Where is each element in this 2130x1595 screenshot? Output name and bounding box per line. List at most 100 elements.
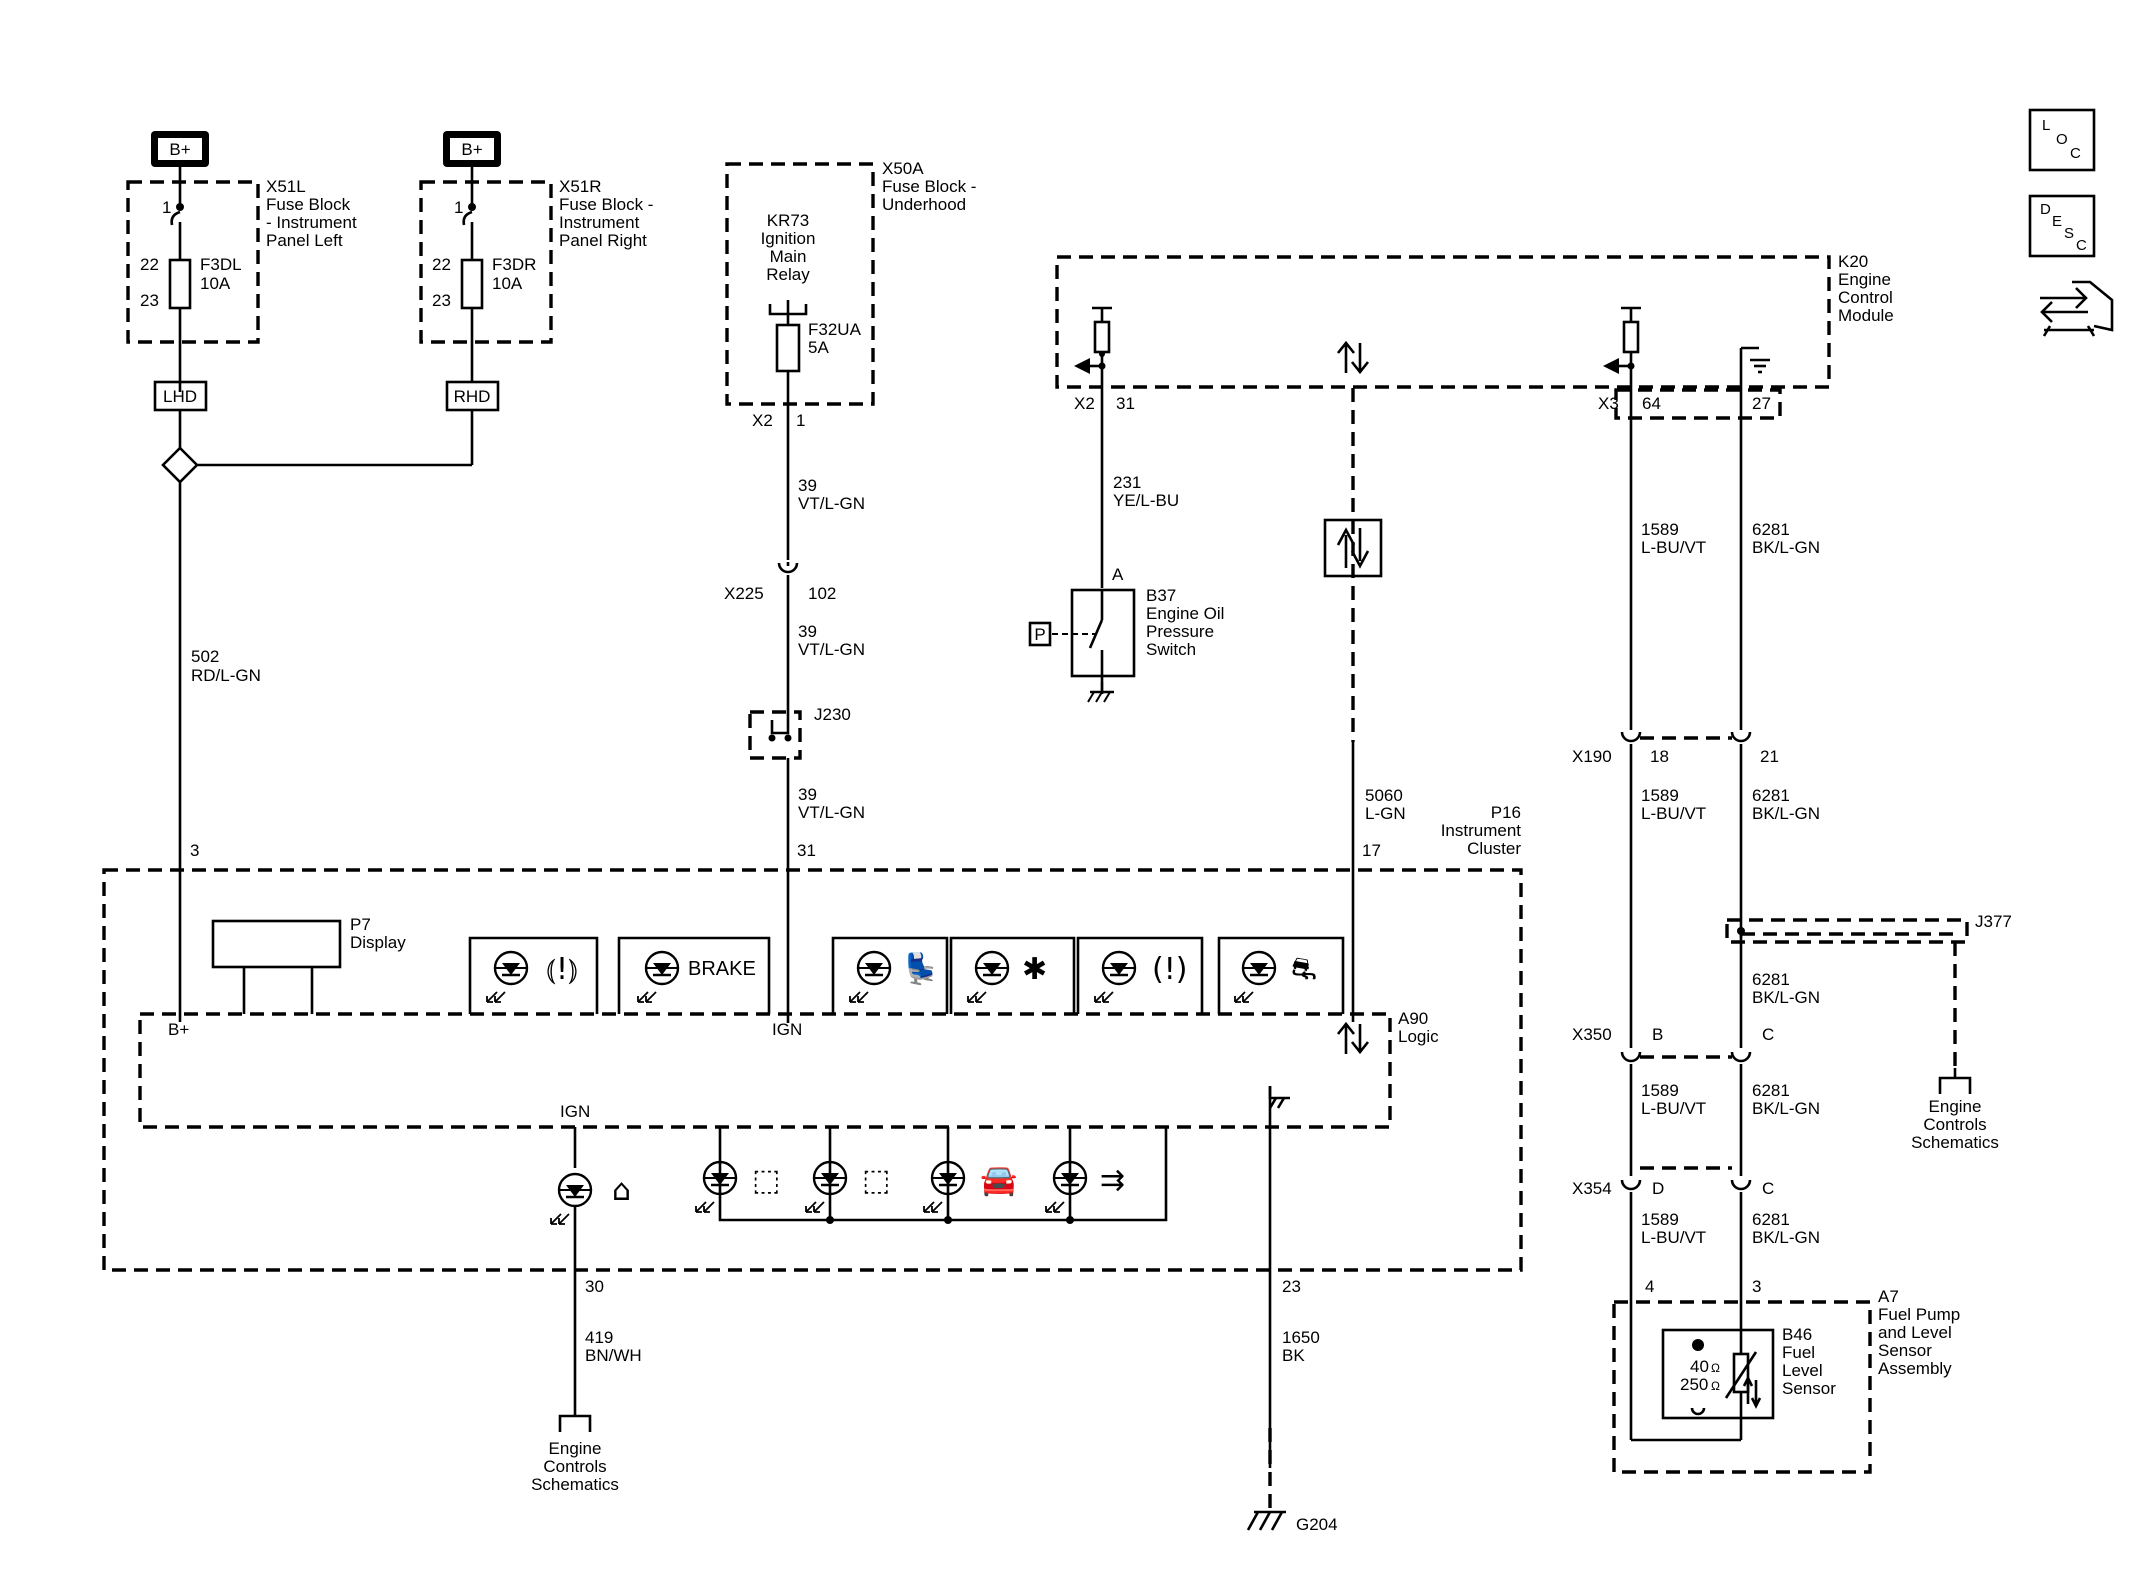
fuse-f3dr: F3DR [492,255,536,274]
svg-text:18: 18 [1650,747,1669,766]
svg-text:Instrument: Instrument [559,213,640,232]
svg-text:⇉: ⇉ [1100,1163,1125,1198]
svg-text:(!): (!) [1152,952,1187,987]
fuse-block-x51r: 1 22 23 F3DR 10A X51R Fuse Block - Instr… [419,167,653,382]
svg-text:6281: 6281 [1752,786,1790,805]
svg-text:O: O [2056,131,2068,148]
svg-text:C: C [1762,1179,1774,1198]
fuel-level-harness: 1589 L-BU/VT 6281 BK/L-GN X190 18 21 158… [1572,520,2012,1440]
p16-label: P16 [1491,803,1521,822]
svg-text:Instrument: Instrument [1441,821,1522,840]
svg-text:6281: 6281 [1752,1081,1790,1100]
svg-text:22: 22 [432,255,451,274]
oil-pressure-switch-b37: 231 YE/L-BU A P B37 Engine Oil Pressure … [1028,473,1224,704]
b46-label: B46 [1782,1325,1812,1344]
connector-tool-icon[interactable] [2040,280,2114,337]
fuse-block-x50a: KR73 Ignition Main Relay F32UA 5A X50A F… [725,159,976,560]
junction-j230: J230 [814,705,851,724]
connector-x350: X350 [1572,1025,1612,1044]
svg-text:Ignition: Ignition [761,229,816,248]
svg-text:Engine: Engine [1838,270,1891,289]
svg-text:3: 3 [190,841,199,860]
svg-text:27: 27 [1752,394,1771,413]
svg-text:Fuse Block: Fuse Block [266,195,351,214]
svg-text:17: 17 [1362,841,1381,860]
connector-x190: X190 [1572,747,1612,766]
svg-text:Relay: Relay [766,265,810,284]
svg-text:40: 40 [1690,1357,1709,1376]
svg-text:L-BU/VT: L-BU/VT [1641,804,1706,823]
svg-text:B: B [1652,1025,1663,1044]
svg-text:YE/L-BU: YE/L-BU [1113,491,1179,510]
svg-text:Underhood: Underhood [882,195,966,214]
svg-text:VT/L-GN: VT/L-GN [798,494,865,513]
svg-text:🚘: 🚘 [980,1163,1017,1198]
svg-text:Display: Display [350,933,406,952]
junction-j377: J377 [1975,912,2012,931]
svg-text:Panel Right: Panel Right [559,231,647,250]
svg-text:💺: 💺 [902,951,939,987]
svg-text:30: 30 [585,1277,604,1296]
svg-text:IGN: IGN [560,1102,590,1121]
svg-text:Cluster: Cluster [1467,839,1521,858]
svg-text:S: S [2064,225,2074,242]
svg-text:231: 231 [1113,473,1141,492]
svg-text:Fuse Block -: Fuse Block - [559,195,653,214]
svg-text:BK: BK [1282,1346,1305,1365]
svg-text:BK/L-GN: BK/L-GN [1752,804,1820,823]
b-plus-left: B+ [151,131,209,167]
svg-text:L-BU/VT: L-BU/VT [1641,538,1706,557]
x51r-label: X51R [559,177,602,196]
location-icon[interactable]: L O C [2028,108,2096,172]
svg-text:Control: Control [1838,288,1893,307]
svg-text:C: C [2076,237,2087,254]
fuel-pump-assembly-a7: 4 3 A7 Fuel Pump and Level Sensor Assemb… [1612,1277,1960,1474]
svg-text:L-BU/VT: L-BU/VT [1641,1099,1706,1118]
svg-text:⬚: ⬚ [752,1163,780,1198]
svg-text:Schematics: Schematics [531,1475,619,1494]
svg-text:23: 23 [432,291,451,310]
svg-text:39: 39 [798,785,817,804]
k20-label: K20 [1838,252,1868,271]
svg-text:X2: X2 [1074,394,1095,413]
svg-text:X3: X3 [1598,394,1619,413]
svg-text:BK/L-GN: BK/L-GN [1752,1228,1820,1247]
svg-text:21: 21 [1760,747,1779,766]
a7-label: A7 [1878,1287,1899,1306]
svg-text:6281: 6281 [1752,520,1790,539]
svg-text:D: D [1652,1179,1664,1198]
svg-text:10A: 10A [200,274,231,293]
a90-label: A90 [1398,1009,1428,1028]
svg-text:Assembly: Assembly [1878,1359,1952,1378]
svg-text:BK/L-GN: BK/L-GN [1752,1099,1820,1118]
svg-text:Pressure: Pressure [1146,622,1214,641]
svg-text:Fuel: Fuel [1782,1343,1815,1362]
svg-text:1: 1 [796,411,805,430]
svg-text:Engine: Engine [549,1439,602,1458]
svg-text:31: 31 [797,841,816,860]
svg-text:P: P [1034,625,1045,644]
svg-text:Ω: Ω [1711,1379,1720,1393]
svg-text:3: 3 [1752,1277,1761,1296]
svg-text:⛐: ⛐ [1291,952,1317,987]
lhd-rhd-options: LHD RHD 502 RD/L-GN [153,380,500,1022]
svg-text:IGN: IGN [772,1020,802,1039]
svg-text:64: 64 [1642,394,1661,413]
svg-text:250: 250 [1680,1375,1708,1394]
svg-text:VT/L-GN: VT/L-GN [798,803,865,822]
fuse-f3dl: F3DL [200,255,242,274]
svg-text:Sensor: Sensor [1878,1341,1932,1360]
svg-text:Engine Oil: Engine Oil [1146,604,1224,623]
cluster-outputs: 419 BN/WH Engine Controls Schematics 165… [531,1328,1338,1534]
svg-text:Controls: Controls [1923,1115,1986,1134]
fuse-f32ua: F32UA [808,320,862,339]
svg-text:1589: 1589 [1641,520,1679,539]
description-icon[interactable]: D E S C [2028,194,2096,258]
fuse-block-x51l: 1 22 23 F3DL 10A X51L Fuse Block - Instr… [126,167,357,392]
b-plus-right: B+ [443,131,501,167]
svg-text:22: 22 [140,255,159,274]
p7-label: P7 [350,915,371,934]
svg-text:1589: 1589 [1641,786,1679,805]
svg-text:Fuse Block -: Fuse Block - [882,177,976,196]
